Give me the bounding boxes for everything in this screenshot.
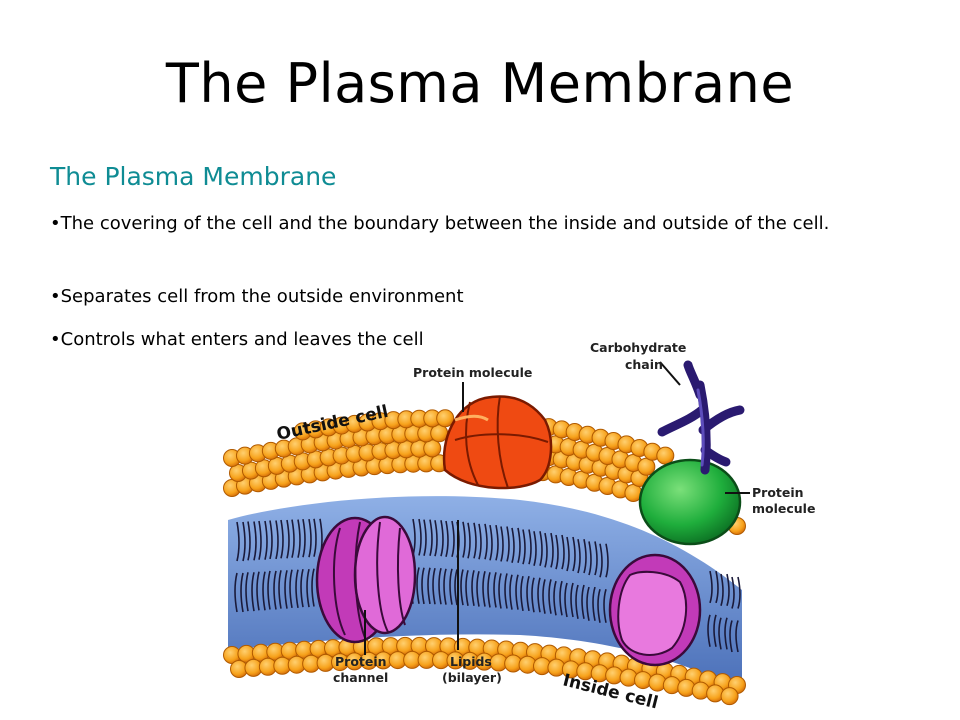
lipid-tail xyxy=(432,520,438,605)
lipid-tail xyxy=(504,526,510,609)
lipid-tail xyxy=(735,576,741,653)
lipid-tail xyxy=(597,543,603,623)
lipid-tail xyxy=(718,573,724,650)
bullet-text: The covering of the cell and the boundar… xyxy=(60,213,830,234)
label-carbohydrate: Carbohydrate xyxy=(590,340,686,355)
bullet-text: Controls what enters and leaves the cell xyxy=(60,329,424,350)
lipid-tail xyxy=(251,521,257,612)
lipid-tail xyxy=(278,519,284,609)
label-bilayer: (bilayer) xyxy=(442,670,502,685)
lipid-tail xyxy=(581,539,587,619)
lipid-tail xyxy=(592,541,598,621)
lipid-head xyxy=(423,439,442,458)
lipid-head xyxy=(656,446,675,465)
lipid-tail xyxy=(498,526,504,609)
lipid-tail xyxy=(487,524,493,608)
label-channel: channel xyxy=(333,670,388,685)
slide-title: The Plasma Membrane xyxy=(165,52,795,115)
protein-right-pink xyxy=(608,553,702,667)
lipid-tail xyxy=(234,521,240,613)
lipid-tail xyxy=(603,543,609,623)
lipid-tail xyxy=(537,531,543,613)
lipid-tail xyxy=(515,527,521,610)
lipid-head xyxy=(436,409,455,428)
lipid-tail xyxy=(295,519,301,609)
lipid-tail xyxy=(729,576,735,653)
lipid-tail xyxy=(559,534,565,616)
lipid-tail xyxy=(438,520,444,605)
lipid-tail xyxy=(443,520,449,605)
lipid-heads-outer-layer xyxy=(223,409,746,535)
lipid-tail xyxy=(289,519,295,609)
lipid-tail xyxy=(240,521,246,613)
lipid-head xyxy=(720,687,739,706)
lipid-tail xyxy=(256,520,262,611)
lipid-tail xyxy=(575,539,581,619)
lipid-tail xyxy=(245,521,251,612)
label-molecule-right: molecule xyxy=(752,501,815,516)
lipid-tail xyxy=(262,520,268,611)
lipid-tail xyxy=(476,523,482,607)
bullet-item: •The covering of the cell and the bounda… xyxy=(50,213,830,234)
carbohydrate-highlight xyxy=(696,388,705,467)
lipid-tail xyxy=(542,532,548,614)
lipid-tail xyxy=(416,518,422,604)
bullet-text: Separates cell from the outside environm… xyxy=(60,286,464,307)
lipid-tail xyxy=(311,518,317,607)
protein-molecule-green xyxy=(638,458,742,546)
lipid-tail xyxy=(273,520,279,610)
lipid-tail xyxy=(284,519,290,609)
label-chain: chain xyxy=(625,357,663,372)
slide-subtitle: The Plasma Membrane xyxy=(50,162,337,191)
lipid-tail xyxy=(509,527,515,610)
label-lipids: Lipids xyxy=(450,654,492,669)
lipid-tail xyxy=(570,536,576,618)
lipid-tail xyxy=(520,529,526,612)
label-pointers xyxy=(364,361,750,655)
lipid-tail xyxy=(471,522,477,606)
lipid-tail xyxy=(267,520,273,610)
lipid-tail xyxy=(449,520,455,605)
lipid-tail xyxy=(531,531,537,613)
protein-channel xyxy=(315,515,417,644)
lipid-heads-inner-layer xyxy=(223,636,746,706)
lipid-tail xyxy=(526,529,532,612)
lipid-tail xyxy=(465,522,471,606)
bullet-item: •Controls what enters and leaves the cel… xyxy=(50,329,424,350)
bullet-item: •Separates cell from the outside environ… xyxy=(50,286,464,307)
label-protein-channel: Protein xyxy=(335,654,387,669)
lipid-tail xyxy=(300,519,306,608)
label-protein-molecule-top: Protein molecule xyxy=(413,365,532,380)
lipid-tail xyxy=(493,524,499,608)
lipid-tail xyxy=(482,523,488,607)
lipid-tail xyxy=(548,532,554,614)
label-protein-right: Protein xyxy=(752,485,804,500)
lipid-tail xyxy=(713,570,719,647)
lipid-tail xyxy=(421,519,427,605)
lipid-tail xyxy=(564,536,570,618)
protein-molecule-top xyxy=(442,395,553,490)
lipid-tail xyxy=(707,570,713,647)
lipid-head xyxy=(430,424,449,443)
lipid-tail xyxy=(724,573,730,650)
lipid-tail xyxy=(427,519,433,605)
lipid-tail xyxy=(553,534,559,616)
lipid-tail xyxy=(306,519,312,608)
lipid-tail xyxy=(460,521,466,606)
lipid-tail xyxy=(586,541,592,621)
